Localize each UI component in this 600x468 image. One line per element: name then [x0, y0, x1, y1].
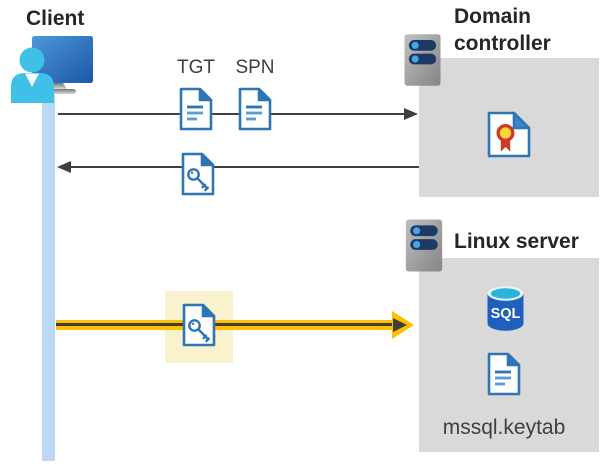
sql-label: SQL	[491, 306, 521, 322]
key-document-highlighted-icon	[181, 303, 217, 347]
tgt-document-icon	[178, 87, 214, 131]
monitor-user-icon	[11, 36, 93, 103]
client-timeline	[42, 84, 55, 461]
client-title: Client	[26, 7, 85, 30]
spn-label: SPN	[235, 57, 275, 78]
linux-server-title: Linux server	[454, 230, 579, 253]
request-arrowhead	[404, 108, 418, 120]
response-arrowhead	[57, 161, 71, 173]
access-arrowhead-inner	[393, 318, 407, 332]
request-arrow-line	[58, 113, 404, 115]
spn-document-icon	[237, 87, 273, 131]
sql-database-icon: SQL	[487, 286, 524, 331]
keytab-document-icon	[486, 352, 522, 396]
certificate-document-icon	[487, 111, 531, 158]
key-document-icon	[180, 152, 216, 196]
domain-controller-title: Domain controller	[454, 5, 551, 55]
keytab-filename-label: mssql.keytab	[442, 416, 566, 439]
access-arrow-core	[56, 323, 393, 326]
tgt-label: TGT	[177, 57, 215, 78]
linux-server-icon	[405, 219, 443, 272]
response-arrow-line	[71, 166, 419, 168]
domain-controller-server-icon	[404, 33, 441, 87]
